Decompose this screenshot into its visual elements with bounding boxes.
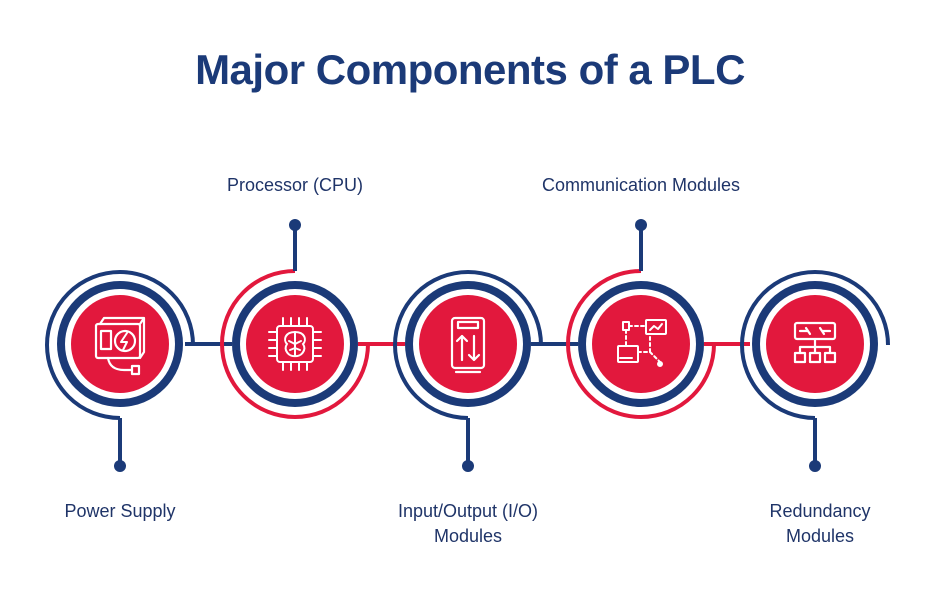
node-processor — [220, 219, 370, 419]
power-supply-icon — [94, 316, 146, 376]
node-power-supply — [45, 270, 195, 472]
redundancy-icon — [793, 321, 837, 364]
dot-processor — [289, 219, 301, 231]
label-redundancy: Redundancy Modules — [769, 501, 871, 546]
dot-power-supply — [114, 460, 126, 472]
dot-communication — [635, 219, 647, 231]
page-title: Major Components of a PLC — [195, 46, 745, 93]
node-io-modules — [393, 270, 543, 472]
io-module-icon — [450, 316, 486, 374]
label-io-modules: Input/Output (I/O) Modules — [397, 501, 539, 546]
label-power-supply: Power Supply — [64, 501, 176, 521]
node-redundancy — [740, 270, 890, 472]
dot-io-modules — [462, 460, 474, 472]
label-processor: Processor (CPU) — [226, 175, 364, 195]
communication-icon — [617, 319, 667, 367]
dot-redundancy — [809, 460, 821, 472]
cpu-chip-icon — [268, 317, 322, 371]
label-communication: Communication Modules — [541, 175, 741, 195]
node-communication — [566, 219, 716, 419]
